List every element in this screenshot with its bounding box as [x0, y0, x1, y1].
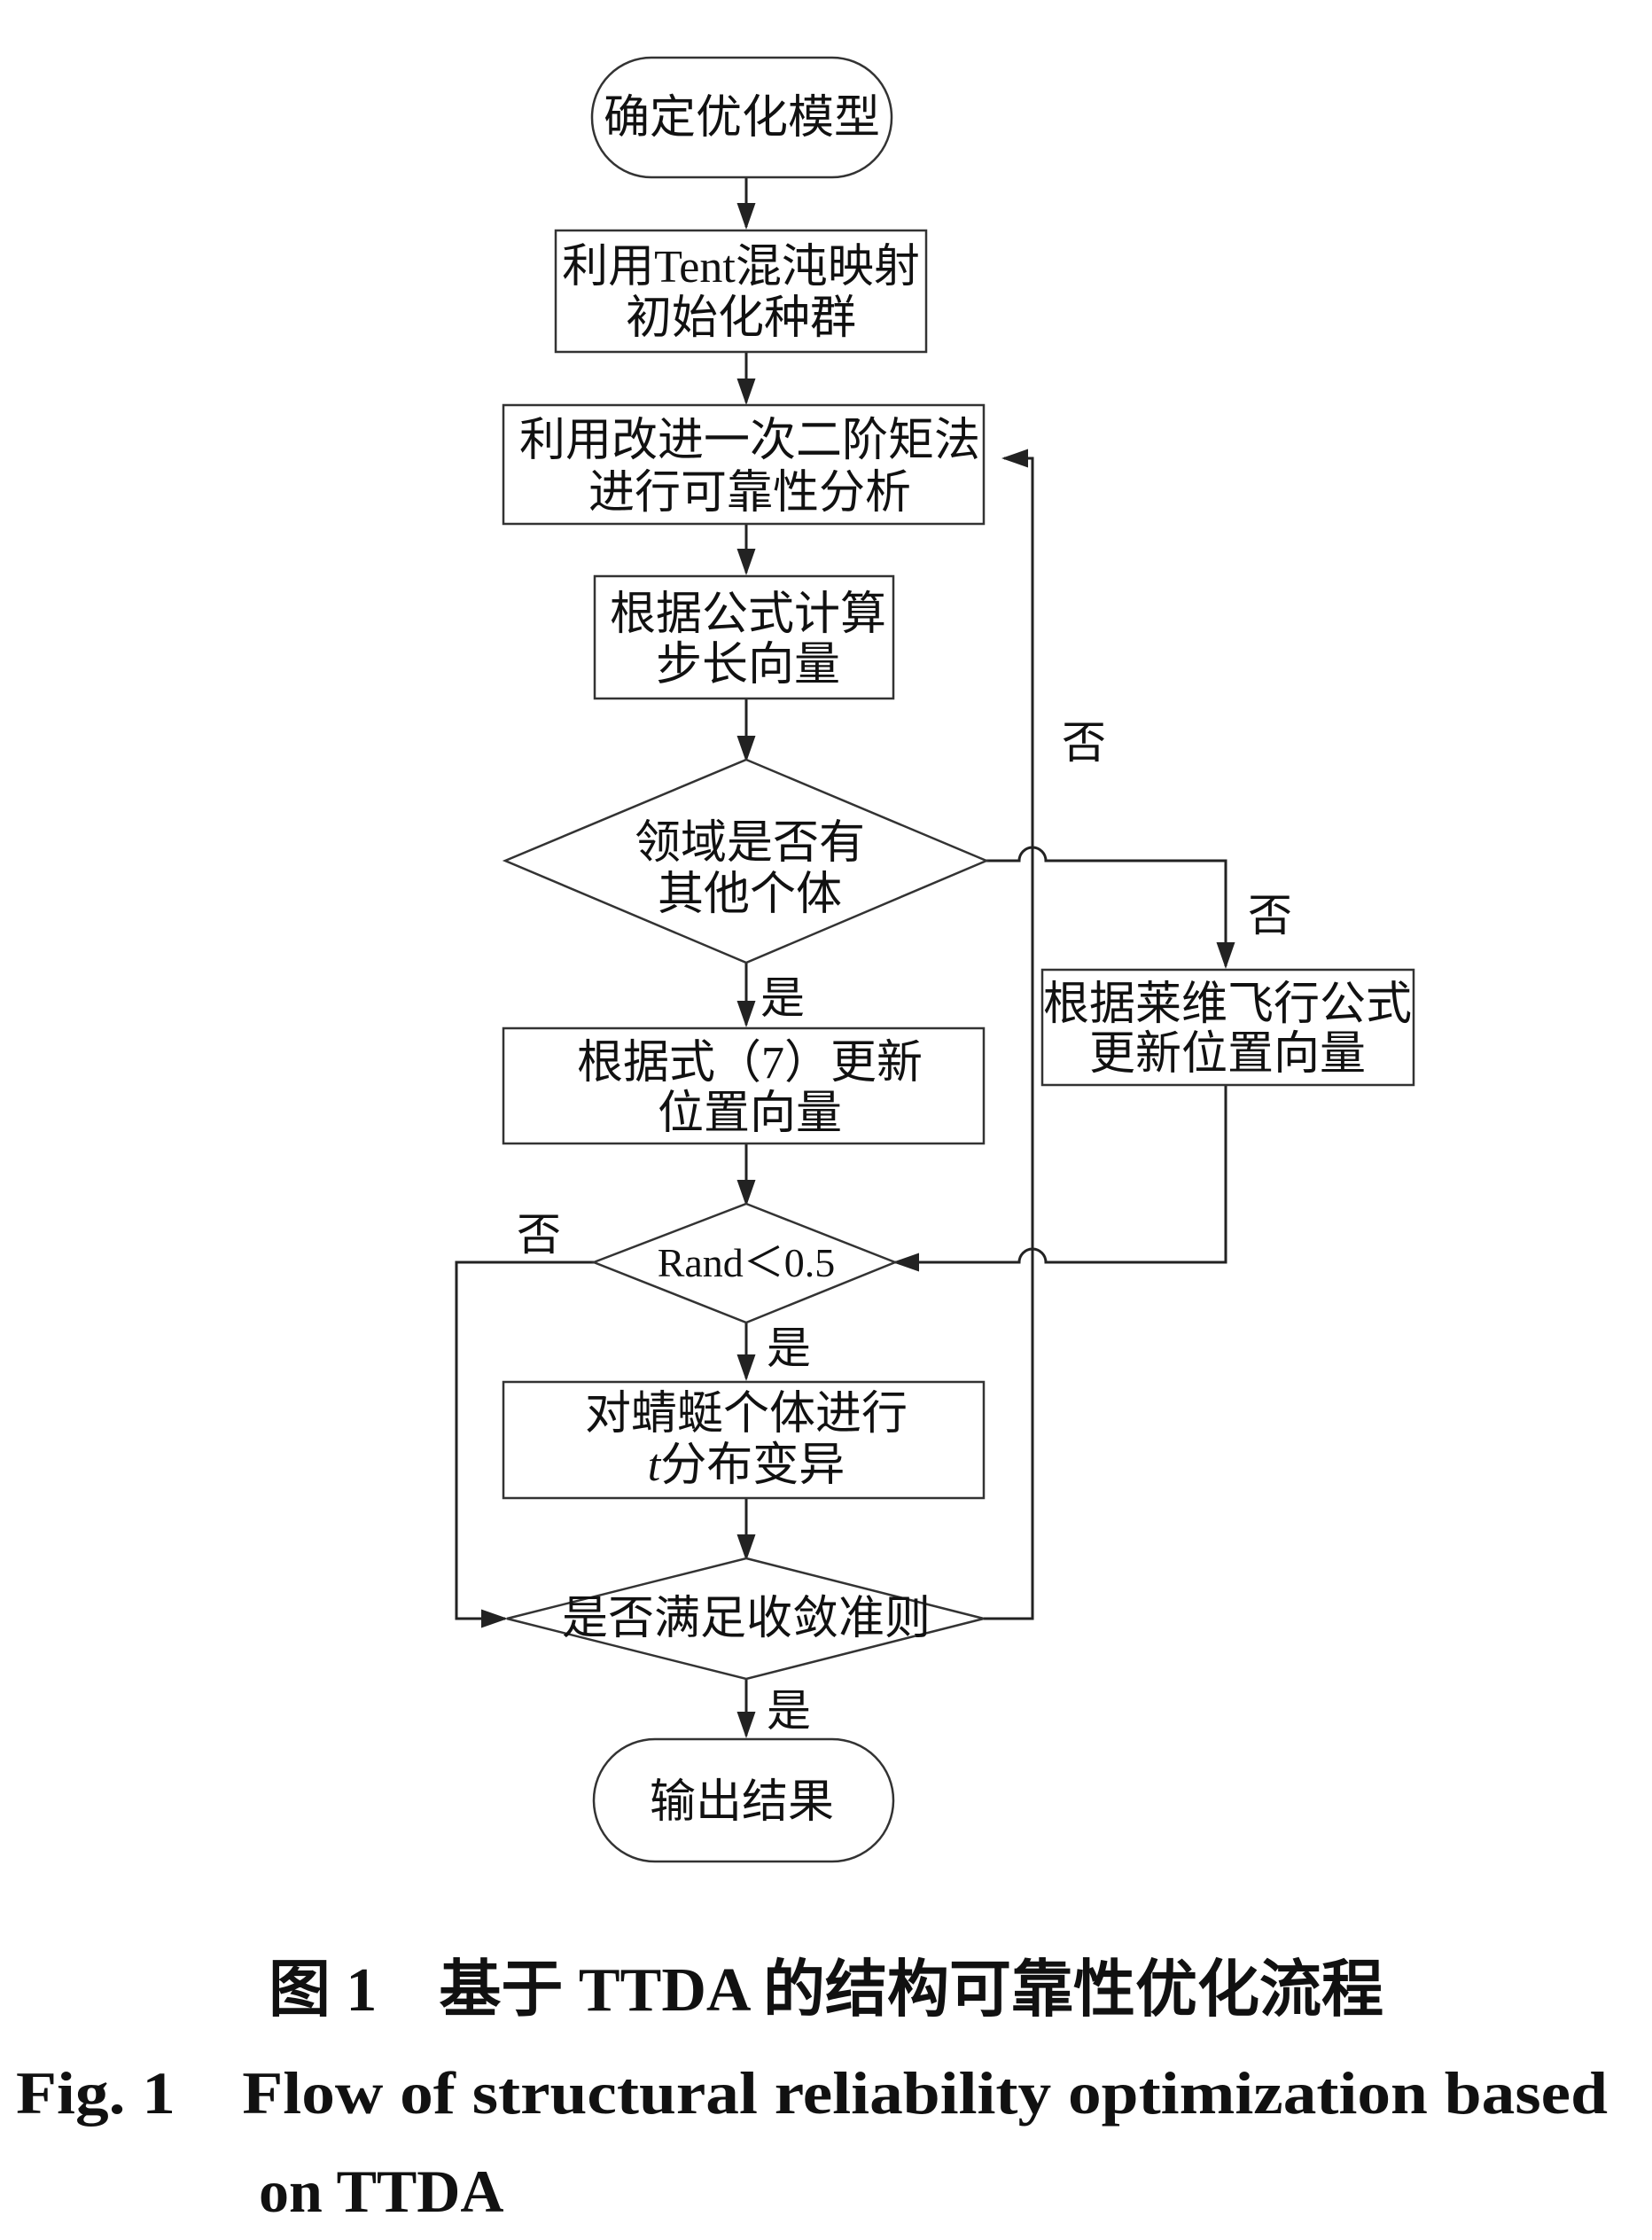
- end-terminal: [592, 1737, 895, 1863]
- mutation-label-1: 对蜻蜓个体进行: [585, 1389, 908, 1440]
- analysis-label-2: 进行可靠性分析: [588, 468, 911, 519]
- levy-label-1: 根据莱维飞行公式: [1043, 980, 1412, 1030]
- levy-no-label: 否: [1248, 891, 1292, 940]
- step-label-1: 根据公式计算: [610, 589, 886, 640]
- neighbor-label-1: 领域是否有: [635, 818, 865, 869]
- init-label-1: 利用Tent混沌映射: [562, 242, 920, 293]
- rand-decision: [590, 1202, 899, 1324]
- edge-labels: 否 否 是 否 是 是: [517, 718, 1292, 1736]
- caption-chinese: 图 1 基于 TTDA 的结构可靠性优化流程: [269, 1955, 1383, 2025]
- figure-caption: 图 1 基于 TTDA 的结构可靠性优化流程 Fig. 1 Flow of st…: [16, 1955, 1608, 2225]
- loop-no-label: 否: [1062, 718, 1106, 768]
- mutation-process: [502, 1380, 986, 1500]
- rand-yes-label: 是: [767, 1323, 811, 1373]
- nodes: [502, 56, 1415, 1863]
- neighbor-decision: [502, 758, 990, 964]
- init-label-2: 初始化种群: [626, 293, 856, 344]
- end-label: 输出结果: [650, 1777, 834, 1828]
- update-eq-label-2: 位置向量: [658, 1089, 842, 1139]
- neighbor-yes-label: 是: [760, 973, 805, 1023]
- converge-yes-label: 是: [767, 1686, 811, 1736]
- mutation-label-2: t分布变异: [648, 1440, 845, 1491]
- connectors: [455, 177, 1235, 1738]
- init-process: [554, 229, 928, 354]
- converge-label: 是否满足收敛准则: [562, 1594, 931, 1644]
- caption-english-line1: Fig. 1 Flow of structural reliability op…: [16, 2059, 1608, 2127]
- levy-label-2: 更新位置向量: [1089, 1029, 1366, 1080]
- rand-no-label: 否: [517, 1210, 561, 1260]
- rand-label: Rand＜0.5: [658, 1240, 836, 1285]
- edge-neighbor-levy: [986, 846, 1235, 969]
- analysis-label-1: 利用改进一次二阶矩法: [519, 416, 980, 466]
- update-eq-label-1: 根据式（7）更新: [577, 1038, 923, 1089]
- analysis-process: [502, 403, 986, 526]
- levy-process: [1040, 968, 1415, 1087]
- step-label-2: 步长向量: [656, 640, 840, 691]
- edge-rand-no-converge: [455, 1260, 594, 1628]
- neighbor-label-2: 其他个体: [658, 870, 842, 920]
- caption-english-line2: on TTDA: [259, 2158, 504, 2225]
- converge-decision: [506, 1557, 985, 1681]
- node-labels: 确定优化模型 利用Tent混沌映射 初始化种群 利用改进一次二阶矩法 进行可靠性…: [519, 93, 1412, 1828]
- update-eq-process: [502, 1026, 986, 1145]
- mutation-label-2-rest: 分布变异: [660, 1440, 845, 1491]
- edge-levy-rand: [892, 1085, 1227, 1272]
- step-process: [593, 574, 895, 700]
- edge-converge-no-loop: [984, 449, 1034, 1620]
- start-label: 确定优化模型: [604, 93, 880, 144]
- start-terminal: [590, 56, 893, 179]
- mutation-variable-t: t: [648, 1440, 662, 1491]
